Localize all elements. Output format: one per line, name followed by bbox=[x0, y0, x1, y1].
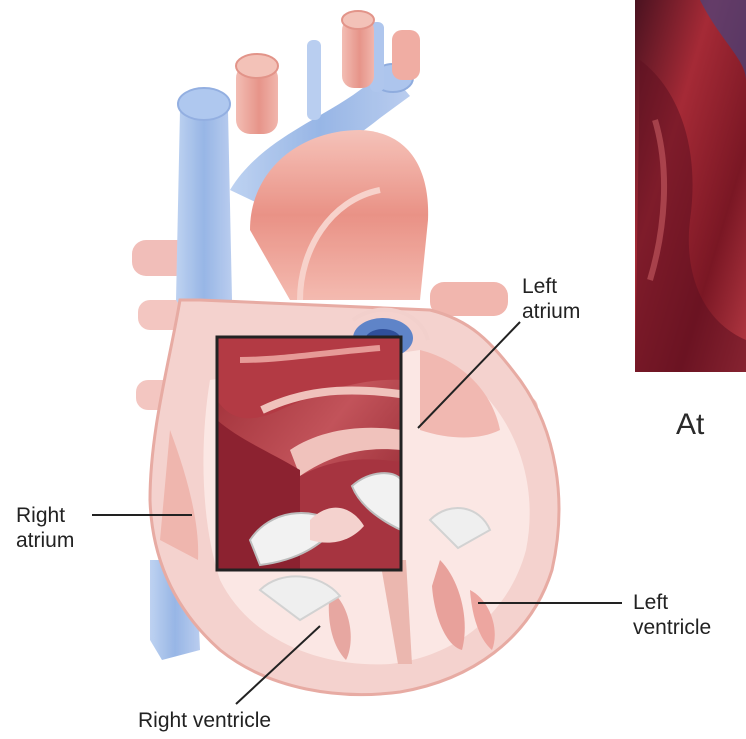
cut-off-caption: At bbox=[676, 412, 704, 437]
left-ventricle-label-line1: Left bbox=[633, 590, 711, 615]
left-atrium-label: Left atrium bbox=[522, 274, 580, 324]
left-atrium-label-line1: Left bbox=[522, 274, 580, 299]
left-ventricle-label-line2: ventricle bbox=[633, 615, 711, 640]
inset-detail bbox=[217, 310, 428, 570]
right-atrium-label: Right atrium bbox=[16, 503, 74, 553]
left-ventricle-label: Left ventricle bbox=[633, 590, 711, 640]
right-atrium-label-line2: atrium bbox=[16, 528, 74, 553]
right-ventricle-label: Right ventricle bbox=[138, 708, 271, 733]
cropped-photo bbox=[635, 0, 746, 372]
right-atrium-label-line1: Right bbox=[16, 503, 74, 528]
left-atrium-label-line2: atrium bbox=[522, 299, 580, 324]
